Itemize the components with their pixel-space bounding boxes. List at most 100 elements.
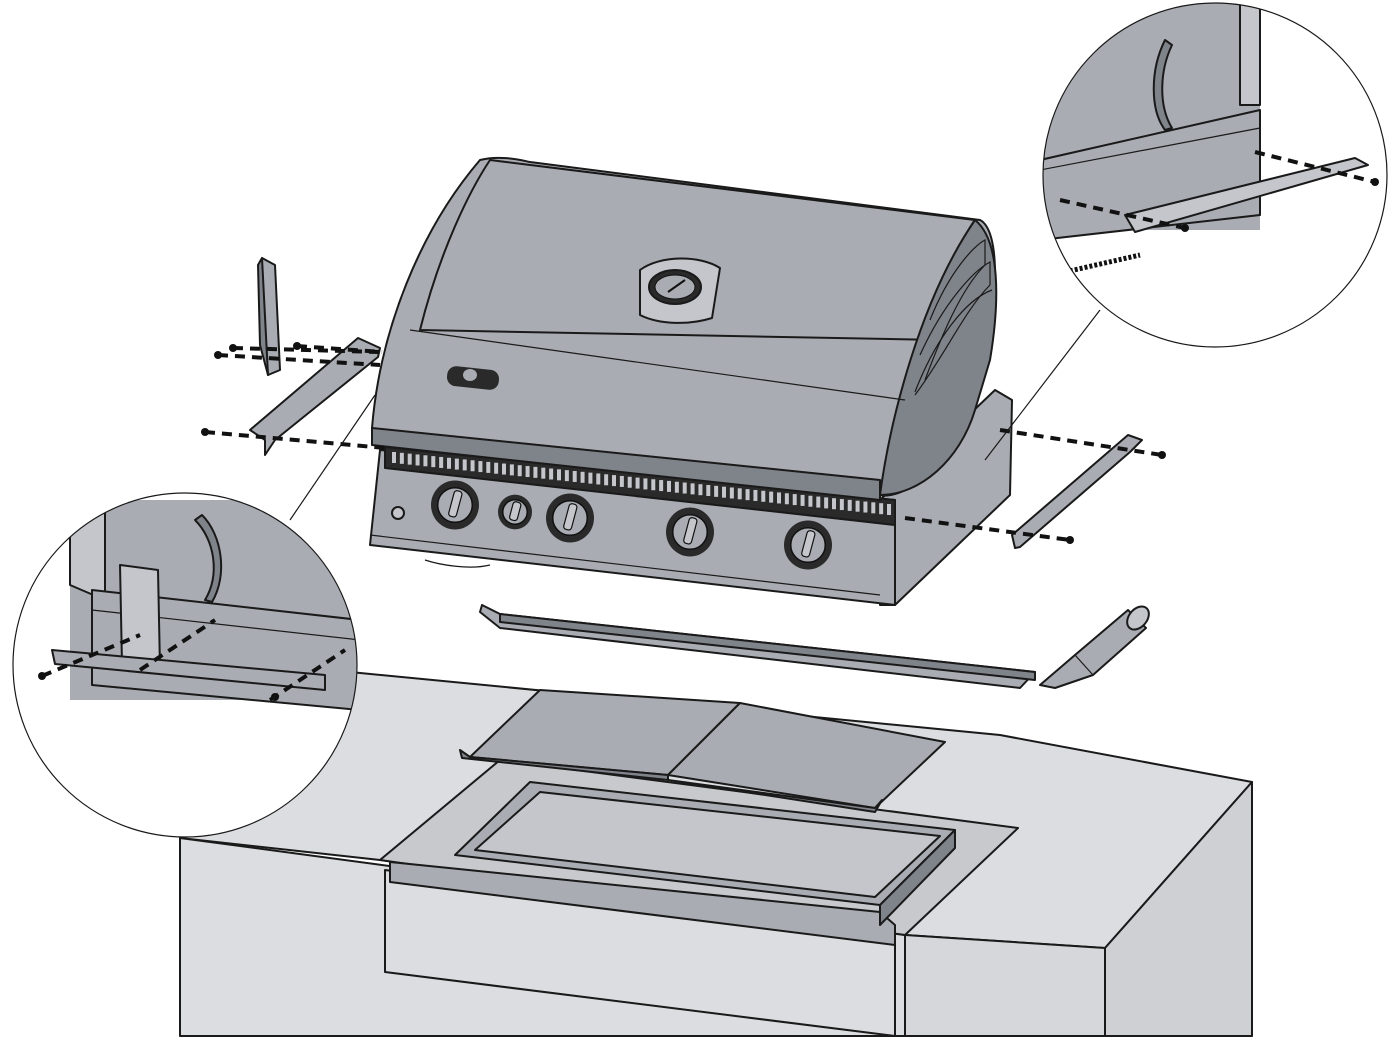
control-knob: [498, 494, 532, 530]
enclosure-front-right: [904, 934, 1106, 1037]
vent-slot: [604, 474, 609, 486]
vent-slot: [832, 498, 836, 510]
side-bracket-right: [1011, 434, 1143, 549]
vent-slot: [541, 467, 546, 479]
vent-slot: [549, 468, 554, 480]
vent-slot: [533, 466, 538, 478]
vent-slot: [619, 475, 624, 487]
vent-slot: [486, 461, 491, 473]
vent-slot: [517, 465, 522, 477]
detail-callout-right: [1042, 2, 1388, 348]
vent-slot: [839, 499, 844, 511]
vent-slot: [572, 470, 577, 482]
callout-leader-left: [289, 394, 376, 521]
vent-slot: [627, 476, 632, 488]
vent-slot: [502, 463, 506, 475]
vent-slot: [879, 503, 884, 515]
vent-slot: [816, 496, 821, 508]
vent-slot: [729, 487, 734, 499]
callout-leader-right: [984, 309, 1101, 461]
front-trim-strip: [479, 604, 1036, 689]
mounting-screw: [293, 342, 301, 350]
right-brackets: [1011, 434, 1143, 549]
drip-tray-liner: [389, 781, 956, 946]
rear-bracket-detail: [119, 564, 161, 669]
vent-slot: [808, 495, 813, 507]
vent-slot: [659, 480, 664, 492]
vent-slot: [667, 480, 671, 492]
mounting-screw: [229, 344, 237, 352]
mounting-screw: [1158, 451, 1166, 459]
vent-slot: [745, 489, 750, 501]
vent-slot: [454, 458, 459, 470]
vent-slot: [682, 482, 687, 494]
vent-slot: [855, 500, 860, 512]
vent-slot: [784, 493, 789, 505]
vent-slot: [447, 457, 451, 469]
vent-slot: [690, 483, 695, 495]
vent-slot: [714, 485, 719, 497]
vent-slot: [674, 481, 679, 493]
vent-slot: [392, 452, 396, 463]
vent-slot: [478, 461, 483, 473]
mounting-screw: [201, 428, 209, 436]
vent-slot: [706, 485, 711, 497]
vent-slot: [423, 455, 428, 467]
hood-handle: [446, 366, 500, 390]
vent-slot: [887, 504, 891, 515]
ignition-button: [391, 506, 405, 520]
control-knob: [431, 480, 479, 530]
vent-slot: [777, 492, 781, 504]
left-brackets: [249, 257, 381, 456]
vent-slot: [698, 484, 703, 496]
vent-slot: [415, 454, 420, 466]
vent-slot: [847, 499, 852, 511]
vent-slot: [439, 456, 444, 468]
screw-alignment-lines: [201, 342, 1166, 544]
temperature-gauge: [639, 257, 721, 324]
control-knobs: [431, 480, 832, 570]
vent-slot: [612, 475, 616, 487]
gas-hose: [424, 559, 491, 568]
vent-slot: [737, 488, 742, 500]
vent-slot: [588, 472, 593, 484]
grill-body-right-side: [879, 389, 1013, 606]
vent-slot: [824, 497, 829, 509]
vent-slot: [509, 464, 514, 476]
mounting-screw: [214, 351, 222, 359]
vent-slot: [792, 494, 797, 506]
side-bracket-detail: [1124, 157, 1369, 233]
vent-slot: [462, 459, 467, 471]
vent-slot: [525, 466, 530, 478]
vent-slot: [863, 501, 868, 513]
vent-slot: [800, 494, 805, 506]
vent-slot: [580, 471, 585, 483]
heat-shield: [459, 689, 946, 813]
vent-slot: [494, 462, 499, 474]
sealant-tube: [1039, 605, 1150, 689]
vent-slot: [399, 452, 404, 464]
vent-slot: [596, 473, 601, 485]
detail-callout-left: [12, 492, 358, 838]
vent-slot: [651, 479, 656, 491]
control-knob: [666, 507, 714, 557]
vent-slot: [635, 477, 640, 489]
control-knob: [784, 520, 832, 570]
vent-slot: [643, 478, 648, 490]
side-bracket-left: [249, 337, 381, 456]
control-knob: [546, 493, 594, 543]
vent-slot: [753, 489, 758, 501]
vent-slot: [470, 460, 475, 472]
vent-slot: [557, 469, 561, 481]
grill-head: [369, 156, 1013, 606]
vent-slot: [769, 491, 774, 503]
vent-slot: [722, 486, 726, 498]
vent-slot: [564, 470, 569, 482]
vent-slot: [871, 502, 876, 514]
hood-front-lip: [371, 427, 881, 501]
vent-slot: [761, 490, 766, 502]
gas-hose-detail: [1064, 252, 1141, 275]
mounting-screw: [1066, 536, 1074, 544]
